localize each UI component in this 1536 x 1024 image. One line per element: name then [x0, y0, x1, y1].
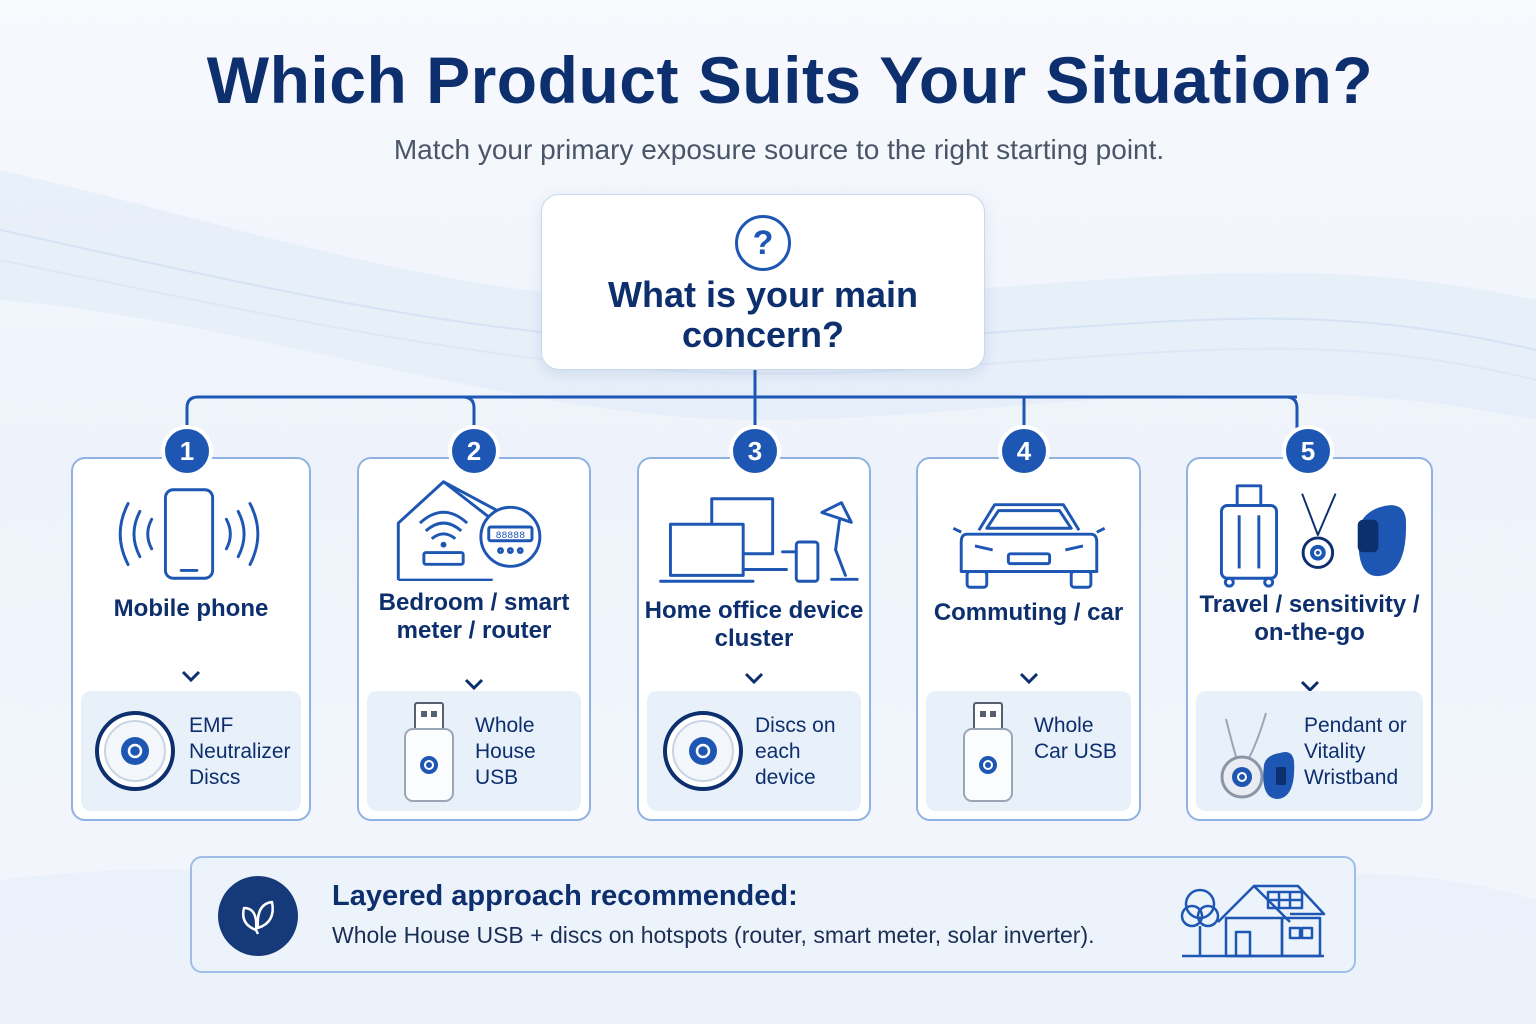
option-label: Bedroom / smart meter / router	[378, 589, 570, 644]
disc-icon	[95, 711, 175, 791]
page-title: Which Product Suits Your Situation?	[206, 43, 1374, 117]
product-recommendation: Whole House USB	[367, 691, 581, 811]
step-badge-3: 3	[733, 429, 777, 473]
layered-approach-banner: Layered approach recommended: Whole Hous…	[190, 856, 1356, 973]
product-recommendation: Pendant or Vitality Wristband	[1196, 691, 1423, 811]
step-badge-5: 5	[1286, 429, 1330, 473]
question-box: ? What is your main concern?	[541, 194, 985, 370]
option-label: Home office device cluster	[644, 597, 864, 652]
solar-house-icon	[1180, 884, 1326, 958]
product-name: Whole House USB	[475, 714, 536, 789]
house-router-meter-icon: 88888	[396, 480, 542, 581]
step-badge-4: 4	[1002, 429, 1046, 473]
chevron-down-icon	[1019, 672, 1038, 685]
product-name: EMF Neutralizer Discs	[189, 714, 291, 789]
chevron-down-icon	[181, 670, 201, 683]
mobile-phone-icon	[118, 488, 260, 580]
option-card-mobile-phone[interactable]: Mobile phone EMF Neutralizer Discs	[71, 457, 311, 821]
travel-pendant-wristband-icon	[1219, 484, 1407, 588]
footer-title: Layered approach recommended:	[332, 880, 798, 912]
step-badge-2: 2	[452, 429, 496, 473]
product-name: Whole Car USB	[1034, 714, 1117, 763]
disc-icon	[663, 711, 743, 791]
meter-reading: 88888	[496, 530, 526, 541]
usb-icon	[404, 702, 454, 802]
footer-text: Whole House USB + discs on hotspots (rou…	[332, 922, 1095, 948]
option-card-travel[interactable]: Travel / sensitivity / on-the-go Pendant…	[1186, 457, 1433, 821]
option-card-bedroom-meter-router[interactable]: 88888 Bedroom / smart meter / router Who…	[357, 457, 591, 821]
chevron-down-icon	[744, 672, 764, 685]
page-subtitle: Match your primary exposure source to th…	[393, 134, 1165, 165]
product-recommendation: EMF Neutralizer Discs	[81, 691, 301, 811]
option-label: Commuting / car	[933, 599, 1124, 626]
home-office-devices-icon	[659, 497, 859, 583]
step-badge-1: 1	[165, 429, 209, 473]
option-card-home-office[interactable]: Home office device cluster Discs on each…	[637, 457, 871, 821]
chevron-down-icon	[1300, 680, 1319, 693]
car-icon	[952, 503, 1106, 589]
product-recommendation: Discs on each device	[647, 691, 861, 811]
leaf-icon	[218, 876, 298, 956]
question-icon: ?	[735, 215, 791, 271]
product-recommendation: Whole Car USB	[926, 691, 1131, 811]
product-name: Pendant or Vitality Wristband	[1304, 714, 1407, 789]
option-label: Mobile phone	[113, 595, 269, 622]
usb-icon	[963, 702, 1013, 802]
chevron-down-icon	[464, 678, 484, 691]
option-card-commuting-car[interactable]: Commuting / car Whole Car USB	[916, 457, 1141, 821]
question-text: What is your main concern?	[607, 274, 919, 355]
option-label: Travel / sensitivity / on-the-go	[1199, 591, 1420, 646]
product-name: Discs on each device	[755, 714, 836, 789]
pendant-wristband-icon	[1220, 712, 1295, 799]
